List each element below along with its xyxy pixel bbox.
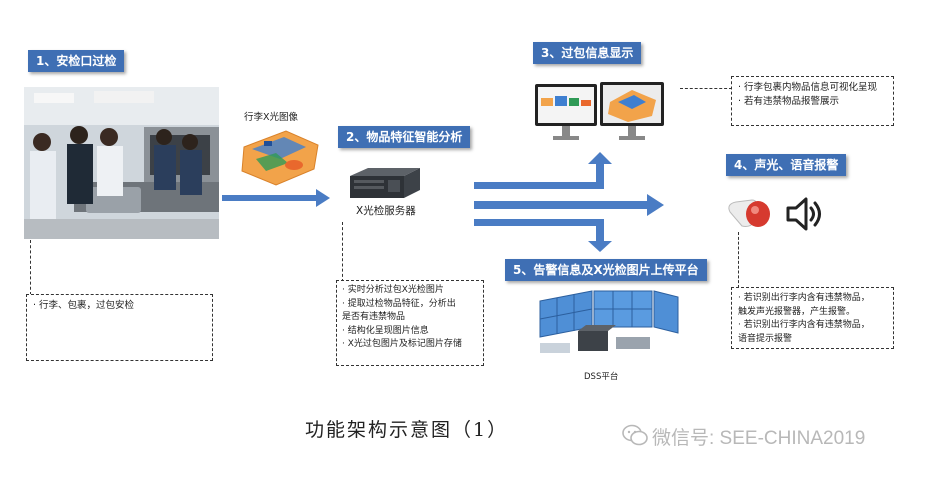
note-4-line: 语音提示报警 (738, 333, 793, 344)
note-3-line: · 行李包裹内物品信息可视化呈现 (738, 82, 878, 93)
note-box-1: · 行李、包裹，过包安检 (26, 294, 213, 361)
note-2-connector (342, 222, 343, 282)
step-2-label: 2、物品特征智能分析 (338, 126, 471, 148)
xray-image-label: 行李X光图像 (244, 112, 299, 123)
xray-luggage-image (241, 130, 319, 186)
note-3-connector (680, 88, 732, 89)
monitor-icon (600, 82, 664, 140)
step-4-label: 4、声光、语音报警 (726, 154, 847, 176)
note-2-line: 是否有违禁物品 (342, 312, 406, 322)
watermark-text: 微信号: SEE-CHINA2019 (652, 428, 866, 449)
security-checkpoint-photo (24, 87, 219, 239)
platform-label: DSS平台 (584, 372, 619, 382)
note-4-line: 触发声光报警器，产生报警。 (738, 306, 856, 317)
step-1-label: 1、安检口过检 (28, 50, 125, 72)
note-4-connector (738, 232, 739, 288)
note-4-line: · 若识别出行李内含有违禁物品， (738, 320, 870, 330)
step-3-label: 3、过包信息显示 (533, 42, 642, 64)
server-label: X光检服务器 (356, 205, 416, 217)
note-1-line: · 行李、包裹，过包安检 (33, 300, 135, 311)
note-box-4: · 若识别出行李内含有违禁物品， 触发声光报警器，产生报警。 · 若识别出行李内… (731, 287, 894, 349)
diagram-caption: 功能架构示意图（1） (305, 419, 509, 441)
note-3-line: · 若有违禁物品报警展示 (738, 96, 840, 107)
arrow-to-display (474, 152, 612, 189)
note-box-3: · 行李包裹内物品信息可视化呈现 · 若有违禁物品报警展示 (731, 76, 894, 126)
alarm-light-icon (728, 199, 770, 227)
note-2-line: · 提取过检物品特征，分析出 (342, 298, 456, 309)
arrow-to-alarm (474, 194, 664, 216)
monitor-icon (535, 84, 597, 140)
note-1-connector (30, 240, 31, 295)
video-wall-icon (539, 290, 679, 353)
note-2-line: · 结构化呈现图片信息 (342, 325, 429, 336)
note-2-line: · X光过包图片及标记图片存储 (342, 339, 462, 349)
server-icon (350, 168, 420, 198)
note-box-2: · 实时分析过包X光检图片 · 提取过检物品特征，分析出 是否有违禁物品 · 结… (336, 280, 484, 366)
note-2-line: · 实时分析过包X光检图片 (342, 285, 444, 295)
arrow-to-platform (474, 219, 612, 252)
wechat-icon (622, 424, 648, 446)
arrow-checkpoint-to-analysis (222, 189, 330, 207)
step-5-label: 5、告警信息及X光检图片上传平台 (505, 259, 707, 281)
note-4-line: · 若识别出行李内含有违禁物品， (738, 293, 870, 303)
speaker-icon (786, 197, 821, 231)
